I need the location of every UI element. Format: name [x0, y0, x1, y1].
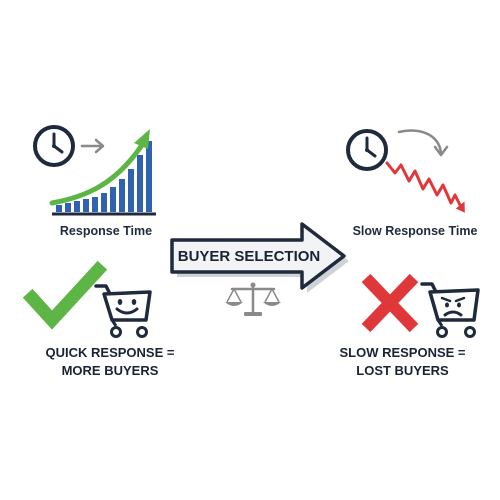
right-outcome-line1: SLOW RESPONSE = — [339, 345, 466, 360]
right-outcome-text: SLOW RESPONSE = LOST BUYERS — [335, 344, 470, 380]
small-arrow-icon — [80, 138, 105, 154]
right-caption: Slow Response Time — [352, 224, 478, 238]
clock-icon — [33, 125, 75, 167]
left-caption: Response Time — [59, 224, 153, 238]
left-outcome-line2: MORE BUYERS — [61, 363, 159, 378]
clock-icon — [346, 129, 388, 171]
left-outcome-line1: QUICK RESPONSE = — [45, 345, 175, 360]
left-outcome-text: QUICK RESPONSE = MORE BUYERS — [40, 344, 180, 380]
left-response-graphic — [30, 115, 160, 220]
cross-icon — [352, 268, 428, 338]
right-response-graphic — [335, 115, 485, 220]
sad-cart-icon — [420, 278, 486, 340]
happy-cart-icon — [94, 280, 158, 340]
right-outcome-line2: LOST BUYERS — [356, 363, 449, 378]
checkmark-icon — [22, 260, 108, 334]
buyer-selection-label: BUYER SELECTION — [177, 248, 321, 265]
balance-scale-icon — [222, 280, 284, 320]
arrow-right-icon — [170, 222, 349, 293]
rising-trend-icon — [49, 129, 156, 216]
curved-arrow-icon — [397, 129, 449, 157]
buyer-selection-arrow — [164, 222, 354, 293]
falling-trend-icon — [385, 161, 465, 213]
